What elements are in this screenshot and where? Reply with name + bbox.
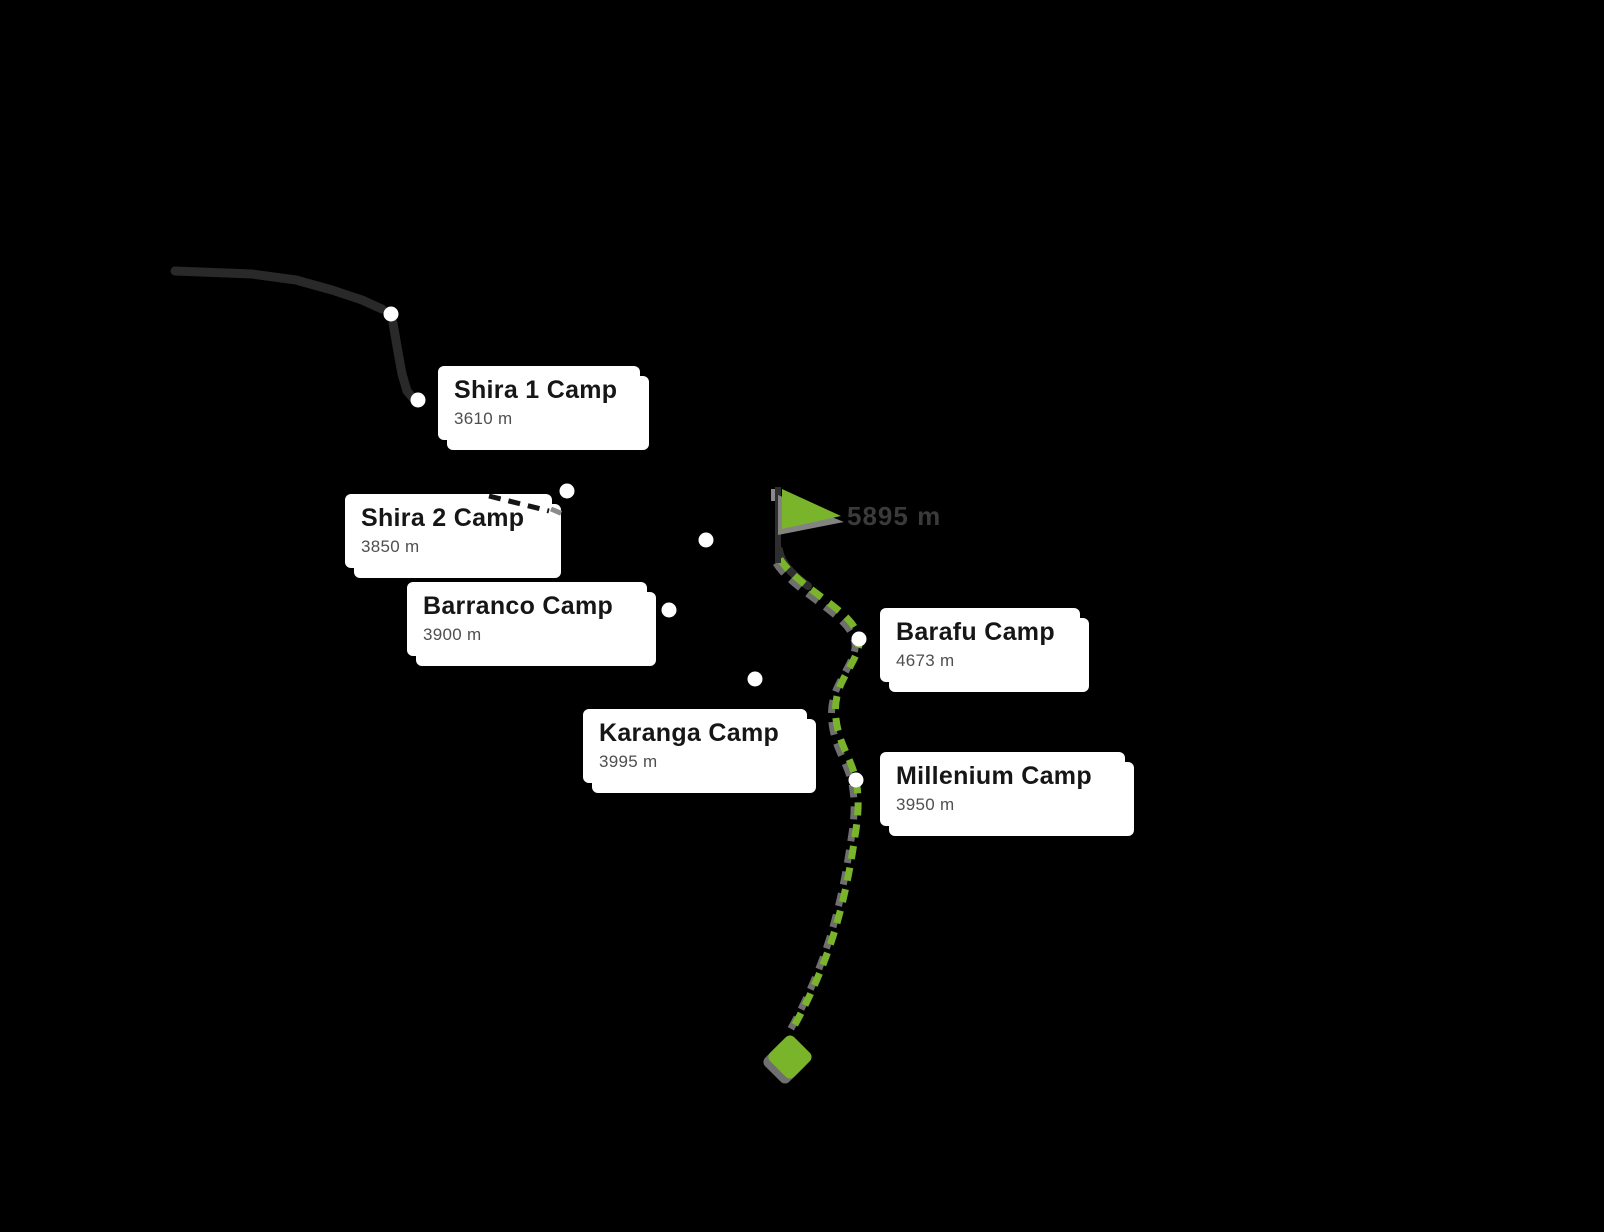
camp-name: Shira 1 Camp [454, 376, 618, 404]
camp-elevation: 3950 m [896, 794, 955, 814]
flag-pole [775, 487, 781, 563]
waypoint-dot-junction[interactable] [383, 306, 399, 322]
waypoint-dot-millenium-camp[interactable] [848, 772, 864, 788]
waypoint-dot-shira-2-camp[interactable] [559, 483, 575, 499]
camp-elevation: 4673 m [896, 650, 955, 670]
flag-shadow [778, 495, 844, 535]
camp-elevation: 3850 m [361, 536, 420, 556]
camp-name: Shira 2 Camp [361, 504, 525, 532]
summit-elevation-label: 5895 m [847, 501, 942, 531]
finish-marker[interactable] [761, 1033, 814, 1086]
camp-name: Barranco Camp [423, 592, 614, 620]
waypoint-dot-karanga-camp[interactable] [747, 671, 763, 687]
summit-flag-marker[interactable] [771, 487, 844, 563]
summit-connector-path [775, 546, 812, 590]
descent-route-path [777, 557, 863, 1030]
camp-label-barranco[interactable]: Barranco Camp 3900 m [407, 582, 647, 656]
camp-label-karanga[interactable]: Karanga Camp 3995 m [583, 709, 807, 783]
approach-trail-path [170, 266, 387, 314]
camp-name: Millenium Camp [896, 762, 1092, 790]
finish-diamond-shadow [763, 1040, 807, 1084]
waypoint-dot-barafu-camp[interactable] [851, 631, 867, 647]
shira2-connector-dashed-gray [550, 506, 566, 518]
waypoint-dot-barranco-camp[interactable] [661, 602, 677, 618]
waypoint-dot-shira-1-camp[interactable] [410, 392, 426, 408]
approach-trail-path-2 [388, 318, 418, 403]
camp-name: Barafu Camp [896, 618, 1055, 646]
camp-label-shira-2[interactable]: Shira 2 Camp 3850 m [345, 494, 552, 568]
camp-elevation: 3610 m [454, 408, 513, 428]
camp-label-shira-1[interactable]: Shira 1 Camp 3610 m [438, 366, 640, 440]
descent-route-shadow [773, 561, 859, 1034]
camp-elevation: 3900 m [423, 624, 482, 644]
camp-label-barafu[interactable]: Barafu Camp 4673 m [880, 608, 1080, 682]
camp-label-millenium[interactable]: Millenium Camp 3950 m [880, 752, 1125, 826]
flag-pole-shadow [771, 489, 776, 501]
summit-flag-icon [782, 489, 841, 529]
camp-name: Karanga Camp [599, 719, 780, 747]
waypoint-dot-lava-tower[interactable] [698, 532, 714, 548]
camp-elevation: 3995 m [599, 751, 658, 771]
finish-diamond-icon [768, 1035, 812, 1079]
